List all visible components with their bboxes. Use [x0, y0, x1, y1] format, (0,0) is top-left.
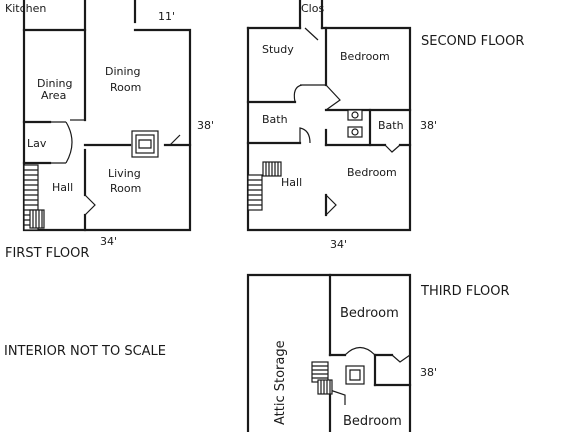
stairs [23, 164, 45, 231]
second-floor-plan: Clos Study Bedroom Bath Bath Hall Bedroo… [246, 0, 524, 251]
study-label: Study [262, 43, 294, 56]
bedroom-bottom-label-third: Bedroom [343, 414, 402, 429]
dining-area-label-2: Area [41, 89, 66, 102]
living-room-label-1: Living [108, 167, 141, 180]
bath-left-label: Bath [262, 113, 288, 126]
living-room-label-2: Room [110, 182, 141, 195]
first-floor-plan: Kitchen 11' Dining Area Dining Room Lav … [5, 0, 214, 261]
bedroom-bottom-label-second: Bedroom [347, 166, 397, 179]
closet-label: Clos [301, 2, 324, 15]
stairs [311, 361, 333, 395]
kitchen-label: Kitchen [5, 2, 46, 15]
hall-label-first: Hall [52, 181, 73, 194]
dim-bottom-first: 34' [100, 235, 117, 248]
dim-side-second: 38' [420, 119, 437, 132]
dim-top-first: 11' [158, 10, 175, 23]
attic-storage-label: Attic Storage [273, 340, 288, 425]
dim-side-first: 38' [197, 119, 214, 132]
third-floor-title: THIRD FLOOR [420, 284, 509, 299]
first-floor-title: FIRST FLOOR [5, 246, 89, 261]
stairs [247, 161, 282, 211]
second-floor-title: SECOND FLOOR [421, 34, 524, 49]
dining-room-label-2: Room [110, 81, 141, 94]
dining-room-label-1: Dining [105, 65, 141, 78]
bath-right-label: Bath [378, 119, 404, 132]
dining-area-label-1: Dining [37, 77, 73, 90]
bath-fixture [345, 365, 365, 385]
dim-side-third: 38' [420, 366, 437, 379]
scale-note: INTERIOR NOT TO SCALE [4, 344, 166, 359]
dim-bottom-second: 34' [330, 238, 347, 251]
toilet-fixture [347, 109, 363, 121]
bedroom-top-label-third: Bedroom [340, 306, 399, 321]
third-floor-plan: Attic Storage Bedroom Bedroom THIRD FLOO… [246, 273, 509, 432]
sink-fixture [347, 126, 363, 138]
bedroom-top-label-second: Bedroom [340, 50, 390, 63]
hall-label-second: Hall [281, 176, 302, 189]
lav-label: Lav [27, 137, 47, 150]
